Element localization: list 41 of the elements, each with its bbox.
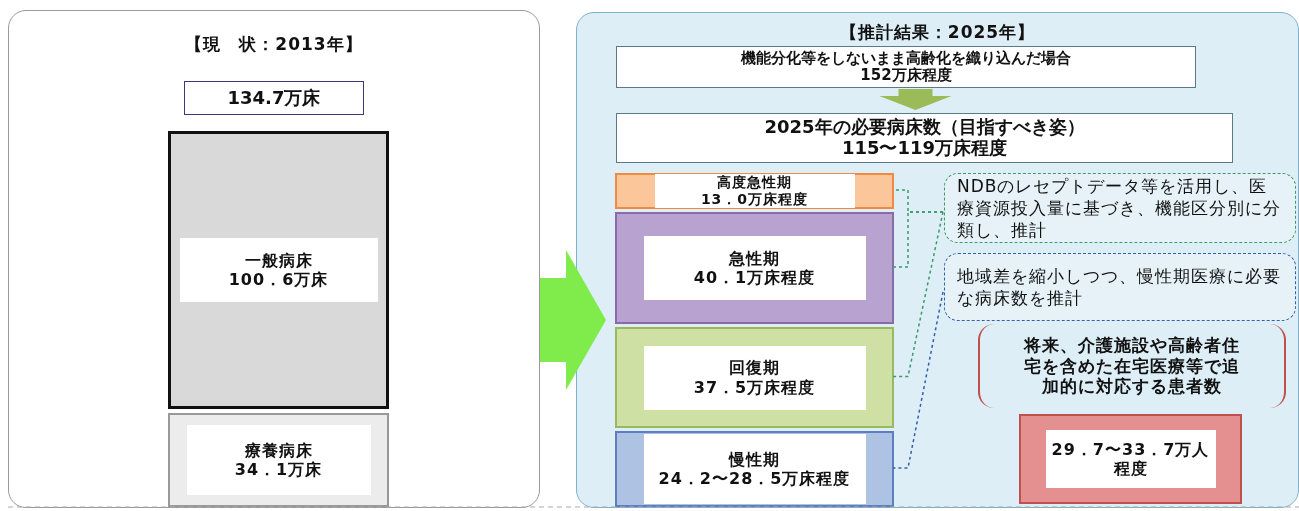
category-label: 急性期 bbox=[729, 248, 780, 268]
bed-block bbox=[168, 413, 389, 507]
text-box bbox=[184, 81, 364, 115]
block-arrow bbox=[879, 89, 952, 110]
block-arrow bbox=[540, 250, 606, 390]
box-text: 2025年の必要病床数（目指すべき姿） bbox=[764, 117, 1085, 138]
bed-block bbox=[615, 173, 894, 209]
leader-line bbox=[892, 291, 944, 469]
box-text: 134.7万床 bbox=[227, 87, 321, 109]
box-text: 機能分化等をしないまま高齢化を織り込んだ場合 bbox=[741, 49, 1071, 67]
value-text: 13．0万床程度 bbox=[700, 191, 809, 208]
value-text: 152万床程度 bbox=[860, 67, 952, 85]
note-text: NDBのレセプトデータ等を活用し、医療資源投入量に基づき、機能区分別に分類し、推計 bbox=[957, 174, 1282, 242]
note-text: 地域差を縮小しつつ、慢性期医療に必要な病床数を推計 bbox=[957, 264, 1282, 310]
section-panel bbox=[8, 10, 540, 508]
dashed-note bbox=[944, 253, 1296, 321]
leader-line bbox=[892, 211, 944, 378]
value-text: 115〜119万床程度 bbox=[841, 138, 1008, 159]
category-label: 高度急性期 bbox=[717, 174, 792, 191]
category-label: 回復期 bbox=[729, 358, 780, 378]
panel-title: 【推計結果：2025年】 bbox=[839, 21, 1036, 44]
bed-block bbox=[168, 131, 389, 409]
bed-block bbox=[615, 212, 894, 324]
note-text: 将来、介護施設や高齢者住宅を含めた在宅医療等で追加的に対応する患者数 bbox=[1022, 335, 1241, 397]
value-text: 37．5万床程度 bbox=[693, 377, 816, 397]
value-text: 24．2〜28．5万床程度 bbox=[658, 469, 851, 489]
value-text: 34．1万床 bbox=[234, 460, 323, 480]
patient-count-box bbox=[1019, 414, 1242, 504]
value-text: 40．1万床程度 bbox=[693, 268, 816, 288]
category-label: 慢性期 bbox=[729, 449, 780, 469]
value-text: 100．6万床 bbox=[228, 270, 329, 290]
category-label: 一般病床 bbox=[244, 250, 313, 270]
category-label: 療養病床 bbox=[244, 440, 313, 460]
text-box bbox=[616, 46, 1196, 88]
bed-block bbox=[615, 327, 894, 428]
leader-line bbox=[892, 211, 944, 268]
panel-title: 【現 状：2013年】 bbox=[185, 33, 363, 56]
section-panel bbox=[576, 12, 1299, 508]
text-box bbox=[616, 113, 1233, 163]
bed-block bbox=[615, 431, 894, 507]
count-text: 29．7〜33．7万人程度 bbox=[1050, 439, 1211, 479]
